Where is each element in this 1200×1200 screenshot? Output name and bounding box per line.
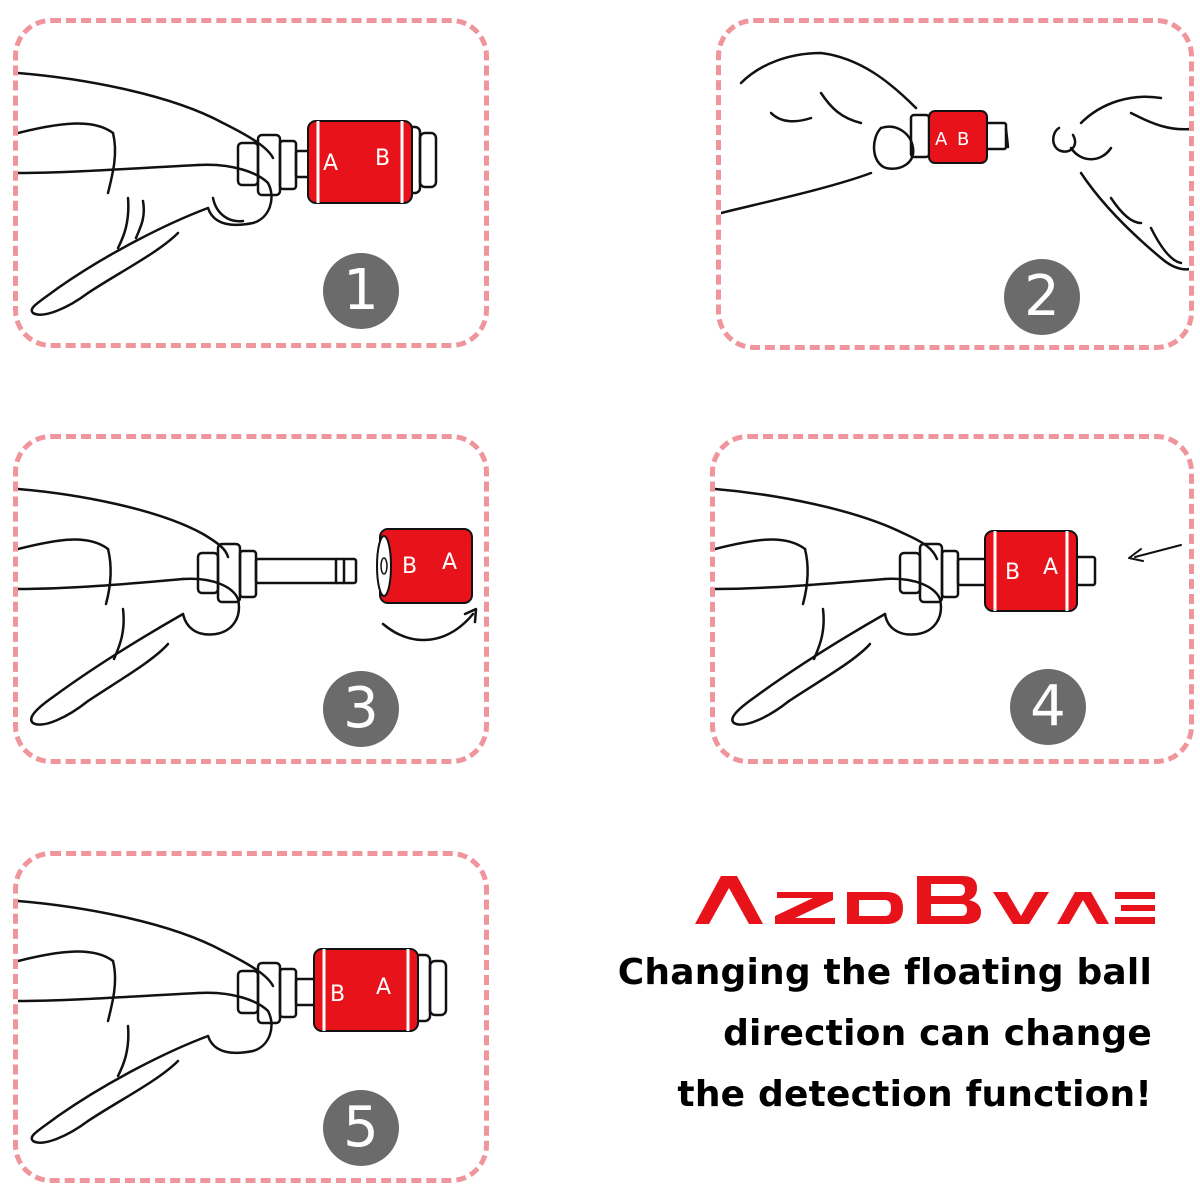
float-cylinder xyxy=(307,120,413,204)
hands-removing-clip-illustration: A B xyxy=(721,51,1189,271)
brand-wordmark-logo xyxy=(695,876,1155,924)
float-cylinder xyxy=(984,530,1078,612)
hand-holding-sensor-illustration: A B xyxy=(18,71,438,316)
step-1-panel: A B 1 xyxy=(13,18,489,348)
step-4-panel: B A 4 xyxy=(710,434,1194,764)
step-2-panel: A B 2 xyxy=(716,18,1194,350)
brand-logo xyxy=(695,872,1155,936)
float-label-right: A xyxy=(1043,555,1058,580)
float-cylinder xyxy=(928,110,988,164)
float-label-left: A xyxy=(935,129,948,150)
instruction-caption: Changing the floating ball direction can… xyxy=(600,942,1152,1125)
caption-line-1: Changing the floating ball xyxy=(617,952,1152,993)
float-label-right: A xyxy=(376,975,391,1000)
step-5-panel: B A 5 xyxy=(13,851,489,1183)
float-cylinder xyxy=(379,528,473,604)
caption-line-2: direction can change xyxy=(723,1013,1152,1054)
float-label-right: B xyxy=(957,129,969,150)
float-label-right: A xyxy=(442,550,457,575)
step-number-badge: 4 xyxy=(1010,669,1086,745)
float-label-left: A xyxy=(323,151,338,176)
step-number-badge: 3 xyxy=(323,671,399,747)
float-label-right: B xyxy=(375,146,390,171)
step-number-badge: 1 xyxy=(323,253,399,329)
hand-flipping-float-illustration: B A xyxy=(18,487,478,726)
step-number-badge: 2 xyxy=(1004,259,1080,335)
step-3-panel: B A 3 xyxy=(13,434,489,764)
step-number-badge: 5 xyxy=(323,1090,399,1166)
float-label-left: B xyxy=(330,982,345,1007)
hand-reinserting-float-illustration: B A xyxy=(715,487,1182,726)
hand-holding-reversed-sensor-illustration: B A xyxy=(18,899,448,1144)
float-cylinder xyxy=(313,948,419,1032)
float-label-left: B xyxy=(402,554,417,579)
caption-line-3: the detection function! xyxy=(677,1074,1152,1115)
float-label-left: B xyxy=(1005,560,1020,585)
